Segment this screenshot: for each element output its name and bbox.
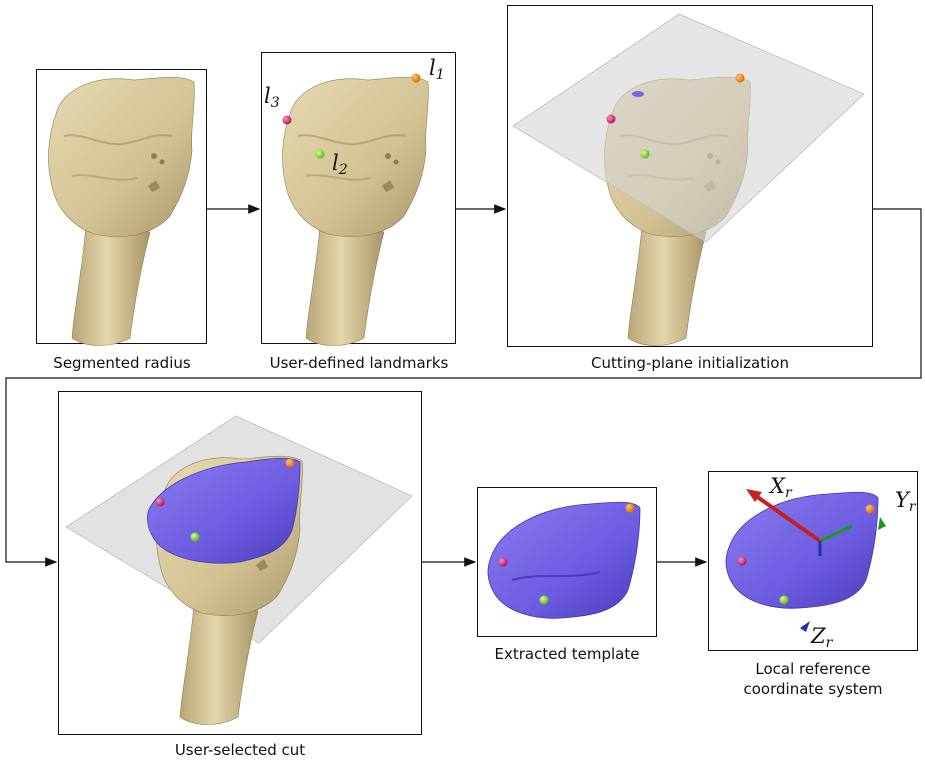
arrow-3-to-4	[6, 209, 921, 562]
